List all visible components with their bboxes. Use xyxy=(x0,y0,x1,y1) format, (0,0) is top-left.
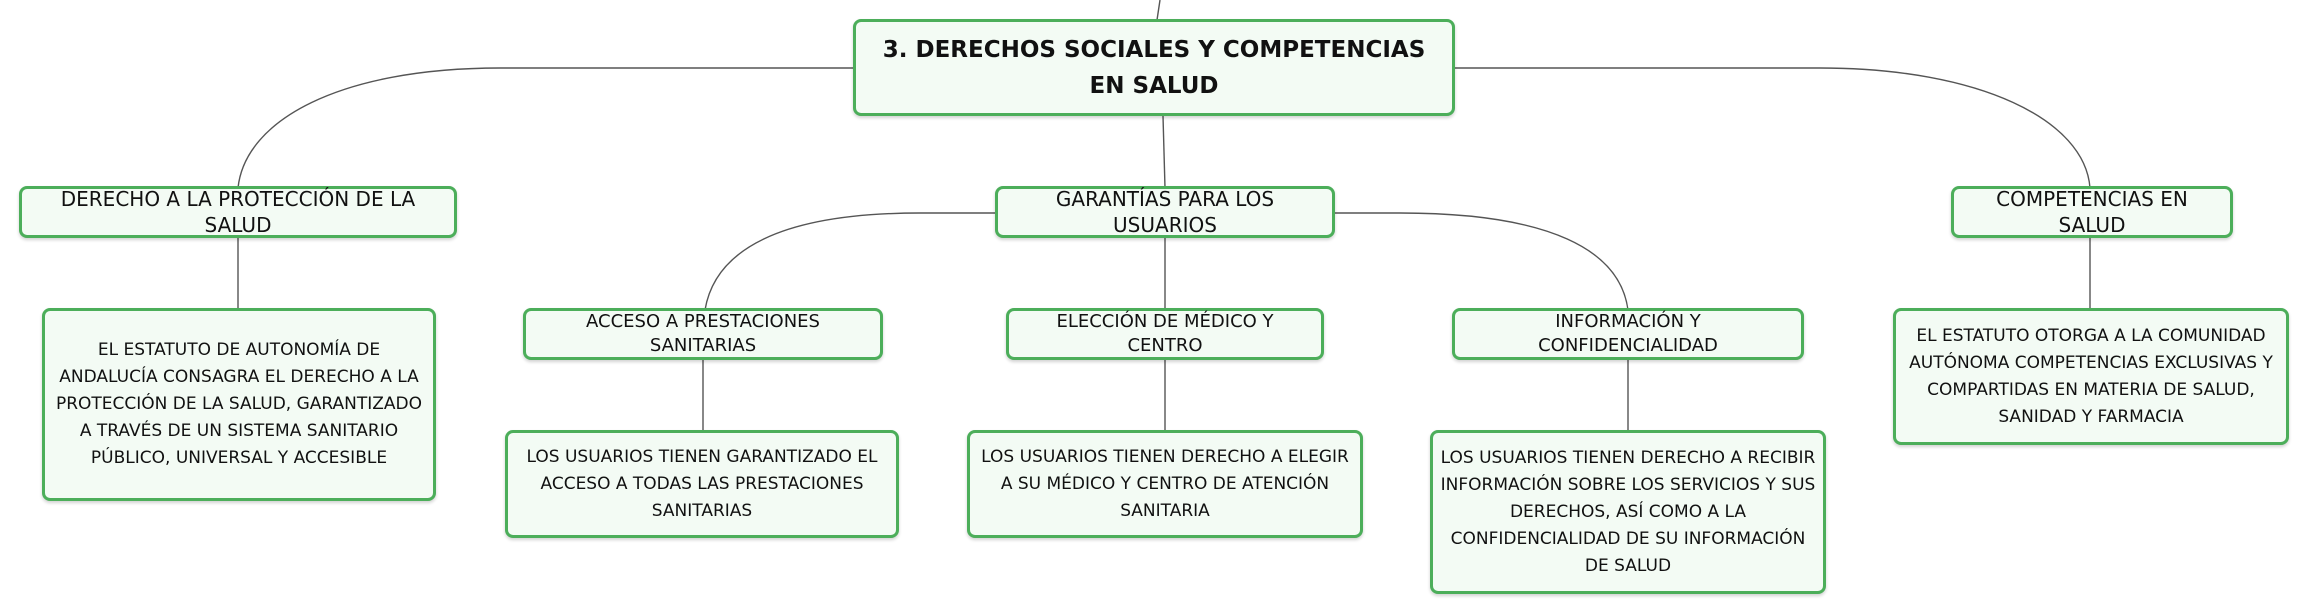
subtopic-informacion-node[interactable]: INFORMACIÓN Y CONFIDENCIALIDAD xyxy=(1452,308,1804,360)
connector-parent-root xyxy=(1156,0,1161,21)
branch-competencias-node[interactable]: COMPETENCIAS EN SALUD xyxy=(1951,186,2233,238)
acceso-detail-text: LOS USUARIOS TIENEN GARANTIZADO EL ACCES… xyxy=(526,446,878,521)
connector-root-competencias xyxy=(1455,67,2091,189)
competencias-detail-text: EL ESTATUTO OTORGA A LA COMUNIDAD AUTÓNO… xyxy=(1909,325,2273,427)
proteccion-detail-node[interactable]: EL ESTATUTO DE AUTONOMÍA DE ANDALUCÍA CO… xyxy=(42,308,436,501)
subtopic-eleccion-node[interactable]: ELECCIÓN DE MÉDICO Y CENTRO xyxy=(1006,308,1324,360)
informacion-detail-text: LOS USUARIOS TIENEN DERECHO A RECIBIR IN… xyxy=(1440,447,1816,576)
branch-proteccion-node[interactable]: DERECHO A LA PROTECCIÓN DE LA SALUD xyxy=(19,186,457,238)
competencias-detail-node[interactable]: EL ESTATUTO OTORGA A LA COMUNIDAD AUTÓNO… xyxy=(1893,308,2289,445)
branch-competencias-label: COMPETENCIAS EN SALUD xyxy=(1996,187,2188,237)
connector-garantias-informacion xyxy=(1335,212,1629,311)
subtopic-informacion-label: INFORMACIÓN Y CONFIDENCIALIDAD xyxy=(1538,311,1718,356)
proteccion-detail-text: EL ESTATUTO DE AUTONOMÍA DE ANDALUCÍA CO… xyxy=(55,340,423,468)
branch-garantias-label: GARANTÍAS PARA LOS USUARIOS xyxy=(1055,187,1275,237)
root-topic-label: 3. DERECHOS SOCIALES Y COMPETENCIAS EN S… xyxy=(882,36,1426,99)
root-topic-node[interactable]: 3. DERECHOS SOCIALES Y COMPETENCIAS EN S… xyxy=(853,19,1455,116)
connector-root-garantias xyxy=(1162,115,1166,189)
acceso-detail-node[interactable]: LOS USUARIOS TIENEN GARANTIZADO EL ACCES… xyxy=(505,430,899,538)
eleccion-detail-text: LOS USUARIOS TIENEN DERECHO A ELEGIR A S… xyxy=(981,446,1349,521)
branch-proteccion-label: DERECHO A LA PROTECCIÓN DE LA SALUD xyxy=(60,187,416,237)
connector-root-proteccion xyxy=(237,67,856,189)
branch-garantias-node[interactable]: GARANTÍAS PARA LOS USUARIOS xyxy=(995,186,1335,238)
subtopic-eleccion-label: ELECCIÓN DE MÉDICO Y CENTRO xyxy=(1056,311,1274,356)
informacion-detail-node[interactable]: LOS USUARIOS TIENEN DERECHO A RECIBIR IN… xyxy=(1430,430,1826,594)
connector-garantias-acceso xyxy=(704,212,995,311)
subtopic-acceso-node[interactable]: ACCESO A PRESTACIONES SANITARIAS xyxy=(523,308,883,360)
subtopic-acceso-label: ACCESO A PRESTACIONES SANITARIAS xyxy=(586,311,820,356)
eleccion-detail-node[interactable]: LOS USUARIOS TIENEN DERECHO A ELEGIR A S… xyxy=(967,430,1363,538)
